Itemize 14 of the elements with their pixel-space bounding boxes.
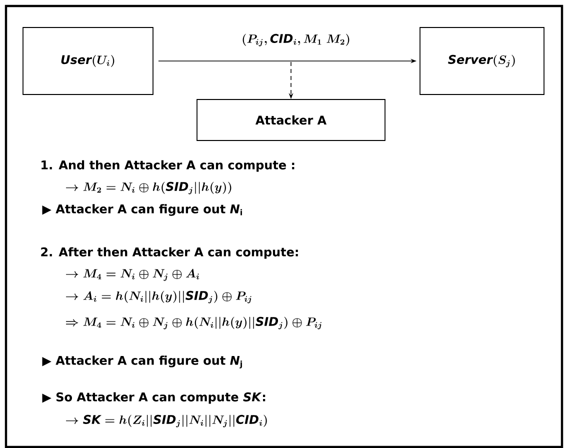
formula: $\Rightarrow M_4 = N_i \oplus N_j \oplus h(N_i || h(y) || \mathit{SID}_j) \oplus P_{ij}$	[66, 316, 322, 330]
party-box: Attacker A	[196, 99, 386, 141]
formula: $\rightarrow \mathit{SK} = h(Z_i || \mathit{SID}_j || N_i || N_j || \mathit{CID}_i)$	[66, 414, 267, 428]
step-text: ▶ Attacker A can figure out N$_{i}$	[42, 204, 242, 216]
formula: $\rightarrow M_4 = N_i \oplus N_j \oplus A_i$	[66, 268, 200, 281]
edge-label: $(P_{ij}, \mathit{CID}_i, M_1\;M_2)$	[240, 32, 352, 48]
step-text: ▶ Attacker A can figure out N$_{j}$	[42, 356, 242, 368]
party-box: $\mathit{User}(U_i)$	[22, 27, 154, 95]
step-text: 2. After then Attacker A can compute:	[41, 247, 298, 259]
formula: $\rightarrow A_i = h(N_i || h(y) || \mathit{SID}_j) \oplus P_{ij}$	[66, 290, 252, 304]
formula: $\rightarrow M_2 = N_i \oplus h(\mathit{SID}_j || h(y))$	[66, 182, 232, 194]
party-box: $\mathit{Server}(S_j)$	[420, 27, 544, 95]
step-text: 1. And then Attacker A can compute :	[42, 160, 294, 172]
step-text: ▶ So Attacker A can compute SK:	[42, 392, 266, 404]
